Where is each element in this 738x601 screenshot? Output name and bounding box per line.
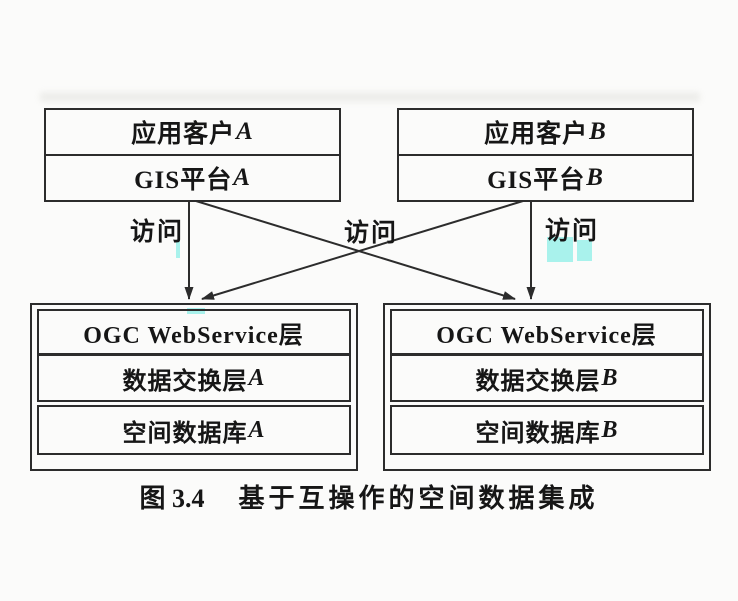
row-label: 数据交换层	[475, 368, 601, 395]
row-label: 数据交换层	[122, 368, 248, 395]
scan-artifact	[577, 240, 592, 261]
figure-caption: 图 3.4 基于互操作的空间数据集成	[0, 478, 738, 515]
row-label-variable: B	[601, 416, 619, 443]
row-label-variable: A	[248, 364, 266, 391]
arrow-gis-a-to-stack-b	[195, 200, 516, 300]
scan-artifact	[547, 237, 573, 262]
access-label-left: 访问	[130, 219, 185, 246]
row-label-variable: A	[233, 164, 251, 191]
row-label: OGC WebService层	[83, 322, 304, 349]
row-label-variable: B	[601, 364, 619, 391]
scan-artifact	[187, 308, 205, 314]
figure-caption-title: 基于互操作的空间数据集成	[238, 484, 599, 513]
figure-caption-number: 图 3.4	[139, 484, 205, 513]
row-label: GIS平台	[134, 167, 233, 194]
access-label-center: 访问	[344, 220, 399, 247]
row-label-variable: B	[589, 118, 607, 145]
row-label: 空间数据库	[475, 420, 601, 447]
row-label-variable: B	[586, 164, 604, 191]
scan-artifact	[176, 240, 180, 258]
row-label: 应用客户	[131, 121, 236, 148]
row-label: 空间数据库	[122, 420, 248, 447]
arrow-gis-b-to-stack-a	[201, 200, 524, 300]
row-label: 应用客户	[484, 121, 589, 148]
row-label-variable: A	[248, 416, 266, 443]
row-label: OGC WebService层	[436, 322, 657, 349]
scan-smudge	[40, 92, 700, 102]
row-label: GIS平台	[487, 167, 586, 194]
row-label-variable: A	[236, 118, 254, 145]
access-label-right: 访问	[545, 218, 600, 245]
